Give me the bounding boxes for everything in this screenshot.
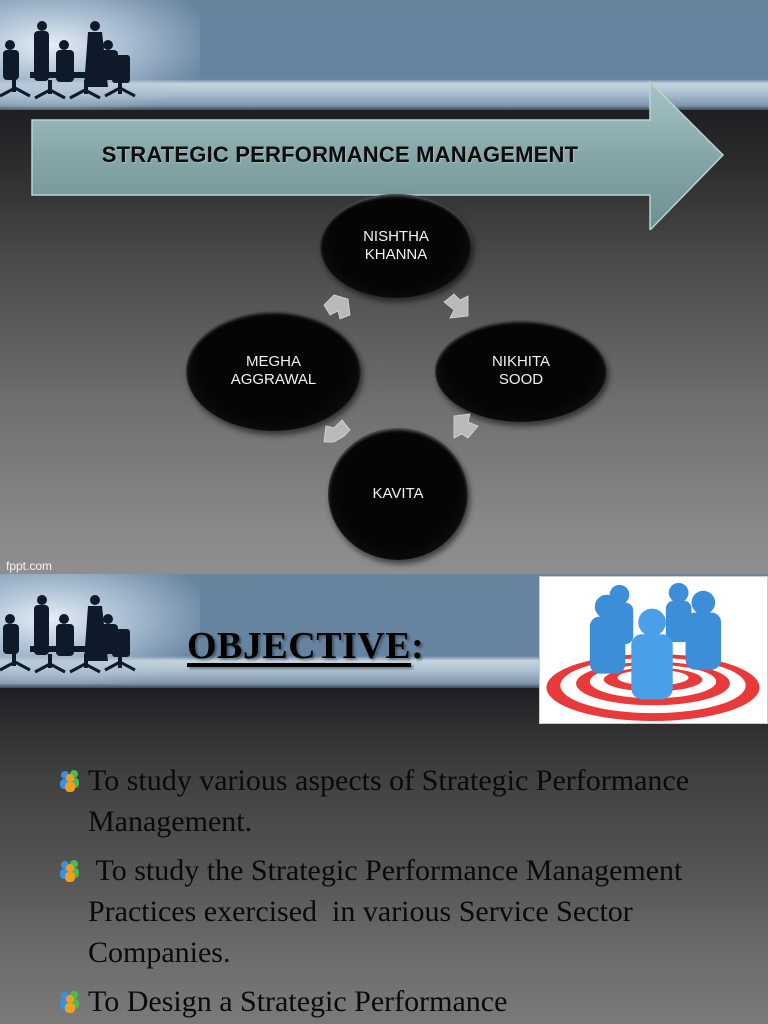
meeting-silhouettes-icon (0, 21, 136, 100)
people-group-icon (60, 991, 79, 1013)
node-label: MEGHA AGGRAWAL (230, 353, 317, 388)
team-on-target-image (539, 576, 768, 724)
objective-heading: OBJECTIVE: (187, 624, 424, 668)
bullet-text: To Design a Strategic Performance (88, 985, 508, 1018)
people-group-icon (60, 860, 79, 882)
slide-1: STRATEGIC PERFORMANCE MANAGEMENT NISHTHA… (0, 0, 768, 574)
bullet-item: To Design a Strategic Performance (58, 981, 758, 1022)
cycle-arrow-down-right-icon (443, 293, 469, 319)
cycle-node-left: MEGHA AGGRAWAL (186, 311, 361, 431)
heading-text: OBJECTIVE (187, 625, 412, 667)
cycle-node-right: NIKHITA SOOD (435, 320, 607, 422)
bullet-item: To study the Strategic Performance Manag… (58, 850, 758, 973)
bullet-item: To study various aspects of Strategic Pe… (58, 760, 758, 842)
node-label: KAVITA (372, 485, 424, 502)
people-group-icon (60, 770, 79, 792)
node-label: NISHTHA KHANNA (363, 228, 429, 263)
cycle-arrow-up-left-icon (323, 419, 351, 443)
cycle-arrow-up-right-icon (323, 294, 351, 320)
objective-bullet-list: To study various aspects of Strategic Pe… (58, 760, 758, 1024)
title-arrow-shape (31, 80, 725, 230)
cycle-node-bottom: KAVITA (328, 428, 468, 560)
cycle-arrow-down-left-icon (453, 413, 479, 439)
bullet-text: To study the Strategic Performance Manag… (88, 854, 690, 969)
node-label: NIKHITA SOOD (491, 353, 551, 388)
bullet-text: To study various aspects of Strategic Pe… (88, 764, 690, 838)
meeting-silhouettes-icon (0, 595, 136, 674)
slide-title: STRATEGIC PERFORMANCE MANAGEMENT (101, 142, 579, 167)
cycle-node-top: NISHTHA KHANNA (320, 194, 472, 298)
slide-2: OBJECTIVE: To study various aspects of S… (0, 574, 768, 1024)
footer-brand: fppt.com (6, 559, 53, 573)
heading-colon: : (411, 625, 425, 667)
header-banner (0, 0, 768, 110)
